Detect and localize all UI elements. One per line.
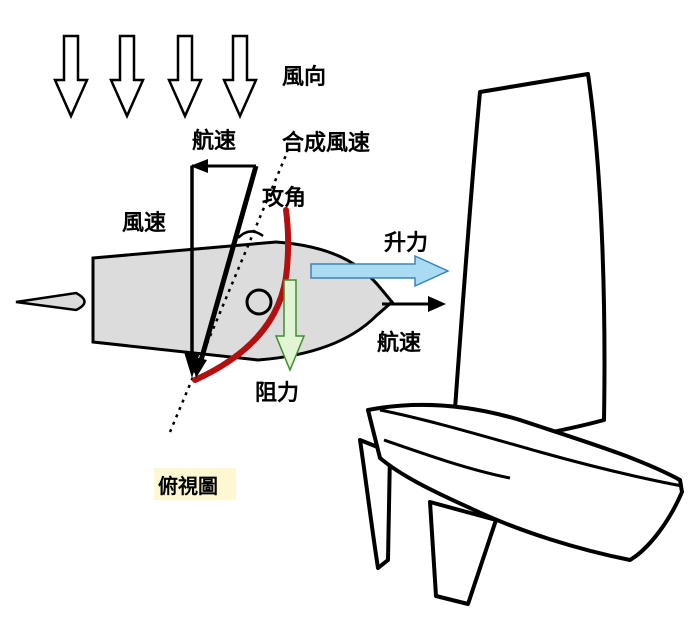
chord-line bbox=[168, 154, 288, 433]
deck-line bbox=[379, 408, 683, 488]
label-angle-of-attack: 攻角 bbox=[262, 185, 306, 211]
label-drag: 阻力 bbox=[255, 381, 299, 406]
label-wind-speed: 風速 bbox=[122, 210, 166, 236]
wind-arrows bbox=[53, 34, 258, 120]
wind-arrow-icon bbox=[109, 34, 145, 120]
keel bbox=[428, 500, 498, 606]
apparent-wind-vector bbox=[197, 165, 259, 365]
wind-arrow-icon bbox=[53, 34, 89, 120]
caption-background bbox=[154, 468, 236, 500]
label-lift: 升力 bbox=[384, 231, 428, 256]
cockpit-line bbox=[383, 438, 511, 480]
boat-speed-arrowhead bbox=[428, 296, 446, 312]
wind-arrow-icon bbox=[167, 34, 203, 120]
rudder-tip bbox=[15, 291, 86, 312]
sailboat-3d-icon bbox=[358, 72, 684, 606]
label-boat-speed-right: 航速 bbox=[377, 330, 421, 356]
lift-arrow bbox=[310, 254, 450, 288]
apparent-wind-arrowhead bbox=[190, 356, 207, 378]
wind-arrow-icon bbox=[222, 34, 258, 120]
angle-arc bbox=[237, 230, 264, 239]
drag-arrow bbox=[274, 279, 306, 372]
caption-top-view: 俯視圖 bbox=[158, 474, 218, 498]
mast-circle bbox=[245, 288, 273, 316]
rudder bbox=[358, 438, 392, 570]
label-boat-speed-top: 航速 bbox=[192, 128, 236, 154]
label-wind-direction: 風向 bbox=[282, 64, 326, 90]
boat-speed-component-arrowhead bbox=[190, 159, 208, 173]
hull bbox=[366, 402, 684, 562]
label-apparent-wind: 合成風速 bbox=[282, 130, 370, 156]
sail bbox=[450, 72, 607, 452]
